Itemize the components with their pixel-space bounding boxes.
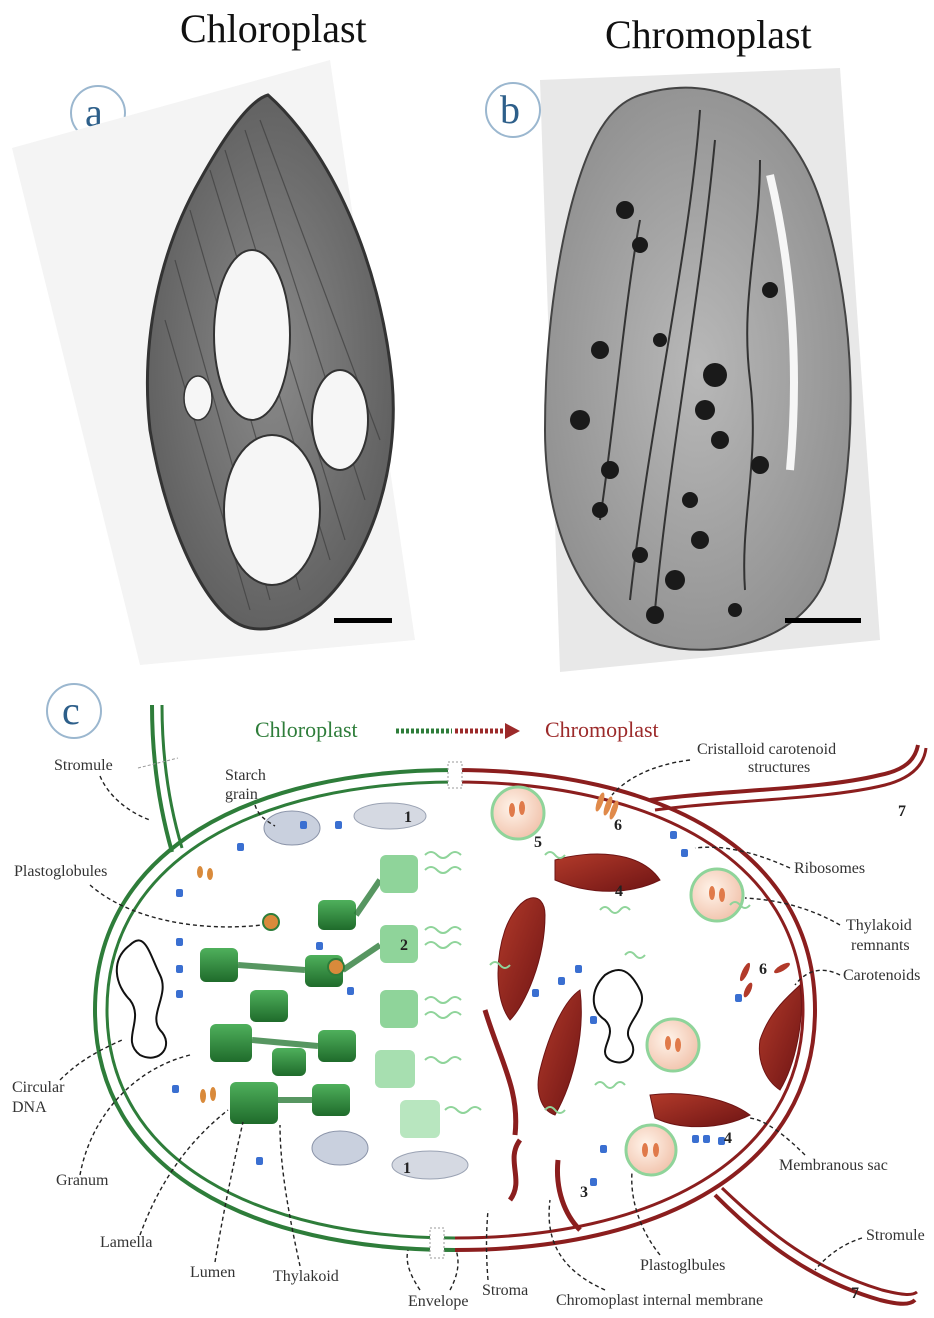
stromule-right-bottom-outer xyxy=(715,1195,915,1304)
panel-a-title: Chloroplast xyxy=(180,6,367,51)
membranous-sac xyxy=(555,854,660,891)
label-chromoplast-internal-membrane: Chromoplast internal membrane xyxy=(556,1292,763,1309)
granum-stack xyxy=(250,990,288,1022)
granum-stack xyxy=(318,900,356,930)
scale-bar-a xyxy=(334,618,392,623)
leader-lamella xyxy=(140,1110,228,1235)
label-cristalloid-2: structures xyxy=(748,759,810,776)
chromoplast-micrograph xyxy=(545,88,851,650)
granum-stack xyxy=(200,948,238,982)
label-lamella: Lamella xyxy=(100,1234,152,1251)
starch-shape-1-top xyxy=(354,803,426,829)
leader-stroma xyxy=(487,1210,489,1280)
label-thylakoid: Thylakoid xyxy=(273,1268,339,1285)
leader-stromule-left xyxy=(100,776,150,820)
label-thylakoid-remnants-1: Thylakoid xyxy=(846,917,912,934)
marker-7-top: 7 xyxy=(898,803,906,820)
transition-arrow-head xyxy=(505,723,520,739)
grana-stacks xyxy=(200,900,356,1124)
panel-b: Chromoplast b xyxy=(486,12,880,672)
label-membranous-sac: Membranous sac xyxy=(779,1157,888,1174)
header-chromoplast: Chromoplast xyxy=(545,717,659,742)
leader-internal-membrane xyxy=(549,1200,605,1290)
label-granum: Granum xyxy=(56,1172,109,1189)
label-stromule-right: Stromule xyxy=(866,1227,925,1244)
plastoglobule-globule xyxy=(492,787,544,839)
envelope-break-top xyxy=(448,762,462,788)
label-lumen: Lumen xyxy=(190,1264,235,1281)
marker-7-bottom: 7 xyxy=(851,1285,859,1302)
marker-2: 2 xyxy=(400,937,408,954)
plastoglobule xyxy=(328,959,344,975)
label-carotenoids: Carotenoids xyxy=(843,967,920,984)
label-ribosomes: Ribosomes xyxy=(794,860,865,877)
membranous-sac xyxy=(498,898,545,1020)
circular-dna-green xyxy=(117,940,166,1057)
label-circular-dna-2: DNA xyxy=(12,1099,47,1116)
marker-1-top: 1 xyxy=(404,809,412,826)
label-starch-grain-2: grain xyxy=(225,786,258,803)
membranous-sac xyxy=(538,990,581,1115)
starch-grain-micrograph-4 xyxy=(184,376,212,420)
panel-b-letter: b xyxy=(500,87,520,132)
marker-5: 5 xyxy=(534,834,542,851)
panel-b-title: Chromoplast xyxy=(605,12,812,57)
plastoglobule xyxy=(263,914,279,930)
panel-c: c Chloroplast Chromoplast xyxy=(12,684,926,1310)
internal-membrane-tube xyxy=(485,1010,516,1135)
membranous-sac xyxy=(650,1094,750,1127)
light-stack xyxy=(380,990,418,1028)
plastoglobule-globule xyxy=(691,869,743,921)
leader-thylakoid xyxy=(280,1125,300,1266)
marker-6-right: 6 xyxy=(759,961,767,978)
label-plastoglobules: Plastoglobules xyxy=(14,863,107,880)
circular-dna-red xyxy=(594,970,642,1062)
carotenoid-flecks xyxy=(197,866,216,1103)
starch-grain-micrograph-3 xyxy=(224,435,320,585)
light-stack xyxy=(380,925,418,963)
plastoglobule-globule xyxy=(626,1125,676,1175)
light-stack xyxy=(380,855,418,893)
starch-grain-micrograph-1 xyxy=(214,250,290,420)
fading-thylakoids xyxy=(425,852,481,1113)
starch-grain-bottom xyxy=(312,1131,368,1165)
marker-4-bottom: 4 xyxy=(724,1130,732,1147)
granum-stack xyxy=(272,1048,306,1076)
leader-plastoglbules xyxy=(632,1172,660,1255)
granum-stack xyxy=(318,1030,356,1062)
panel-c-letter: c xyxy=(62,688,80,733)
leader-envelope-right xyxy=(450,1250,458,1290)
panel-a: Chloroplast a xyxy=(12,6,415,665)
plastoglobule-globule xyxy=(647,1019,699,1071)
granum-stack xyxy=(210,1024,252,1062)
starch-grain-top xyxy=(264,811,320,845)
light-stack xyxy=(400,1100,440,1138)
membranous-sac xyxy=(759,985,801,1090)
label-envelope: Envelope xyxy=(408,1293,468,1310)
label-cristalloid-1: Cristalloid carotenoid xyxy=(697,741,836,758)
marker-6-top: 6 xyxy=(614,817,622,834)
label-stroma: Stroma xyxy=(482,1282,528,1299)
label-thylakoid-remnants-2: remnants xyxy=(851,937,910,954)
granum-stack xyxy=(312,1084,350,1116)
light-stack xyxy=(375,1050,415,1088)
internal-membrane-invagination xyxy=(557,1160,580,1230)
marker-4-top: 4 xyxy=(615,883,623,900)
envelope-break-bottom xyxy=(430,1228,444,1258)
granum-stack xyxy=(230,1082,278,1124)
scale-bar-b xyxy=(785,618,861,623)
stromule-left-break xyxy=(138,758,178,768)
starch-grain-micrograph-2 xyxy=(312,370,368,470)
leader-envelope-left xyxy=(407,1250,420,1290)
marker-1-bottom: 1 xyxy=(403,1160,411,1177)
label-plastoglbules: Plastoglbules xyxy=(640,1257,725,1274)
label-circular-dna-1: Circular xyxy=(12,1079,65,1096)
header-chloroplast: Chloroplast xyxy=(255,717,358,742)
label-starch-grain-1: Starch xyxy=(225,767,266,784)
label-stromule-left: Stromule xyxy=(54,757,113,774)
marker-3: 3 xyxy=(580,1184,588,1201)
internal-membrane-tube xyxy=(510,1140,520,1200)
